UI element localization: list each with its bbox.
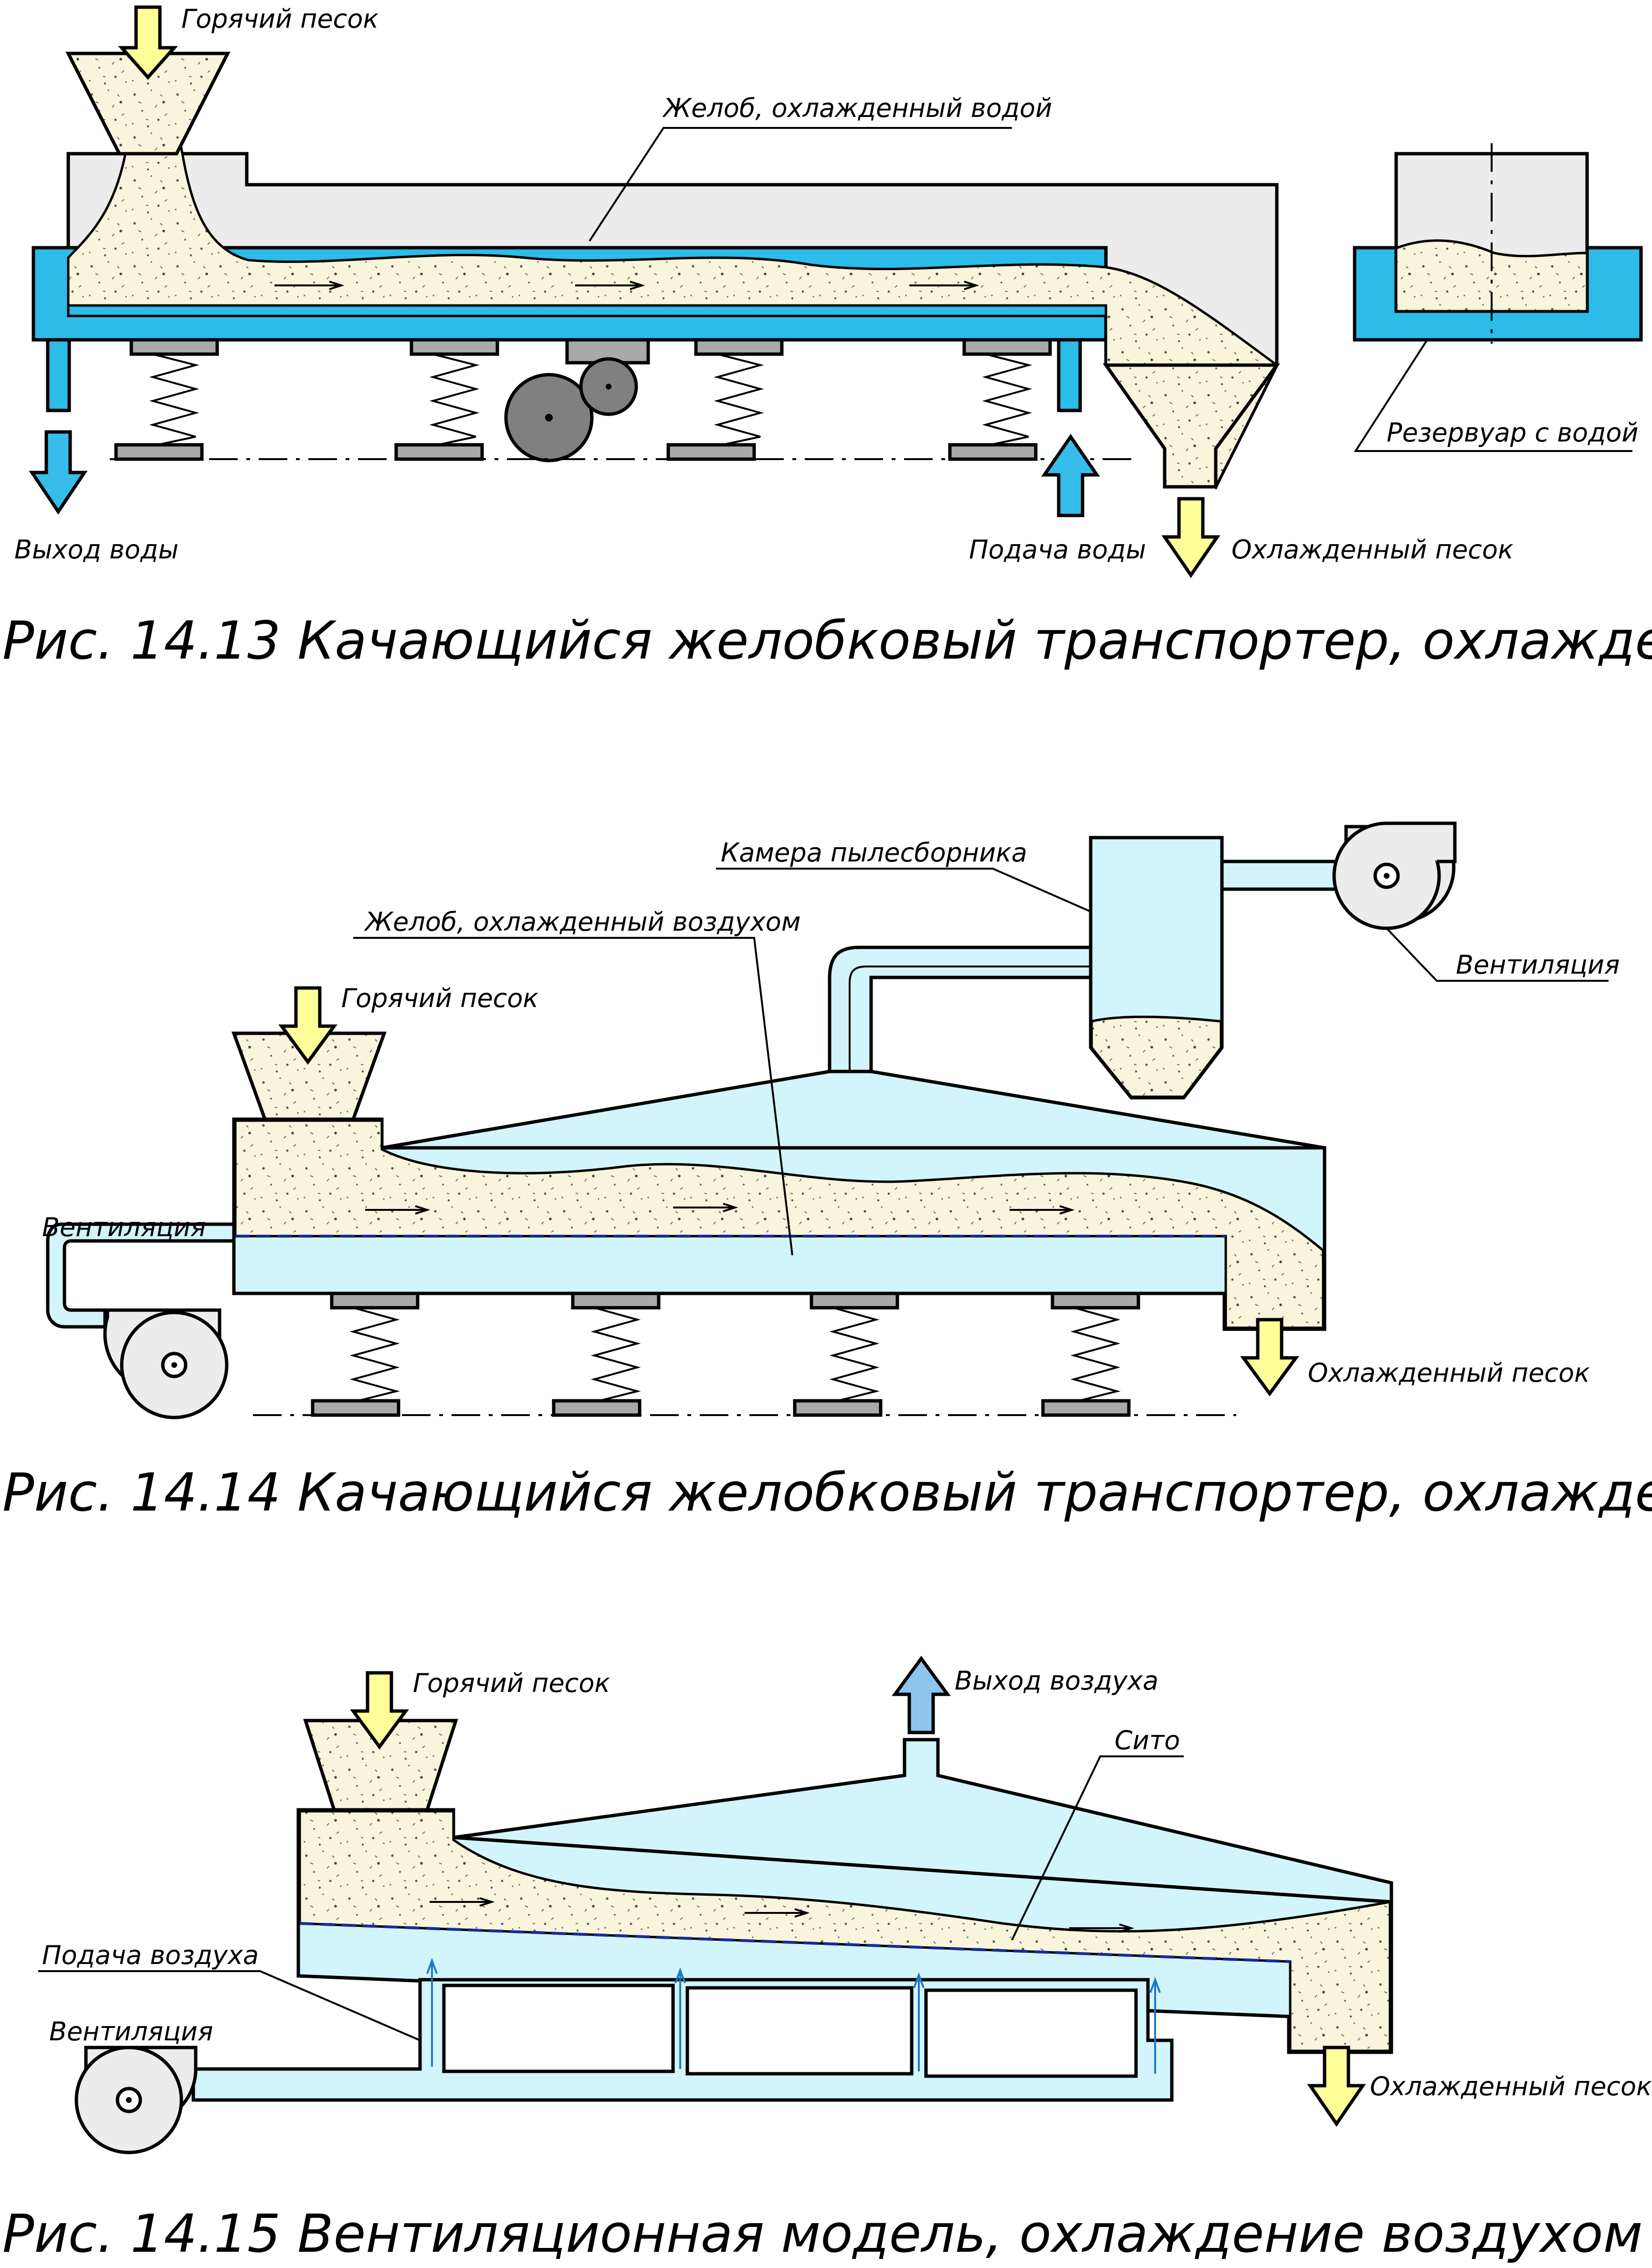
- suction-hood: [453, 1738, 1393, 1904]
- trough-bottom-water: [67, 304, 1107, 317]
- label-hot-sand: Горячий песок: [341, 983, 538, 1013]
- label-water-out: Выход воды: [14, 535, 179, 565]
- flow-arrow: [1010, 1205, 1075, 1215]
- hot-sand-hopper: [303, 1719, 458, 1812]
- figure-14-13: Горячий песок Желоб, охлажденный водой Р…: [2, 4, 1652, 671]
- spring-mount: [948, 338, 1052, 461]
- trough-leader: [353, 937, 793, 1256]
- reservoir-inset: [1353, 143, 1643, 344]
- hot-sand-arrow: [118, 5, 178, 80]
- sieve-leader: [1011, 1755, 1184, 1941]
- flow-arrow: [745, 1908, 810, 1918]
- dust-sand: [1090, 1016, 1222, 1098]
- label-cooled-sand: Охлажденный песок: [1231, 535, 1514, 565]
- air-flow-arrow: [674, 1967, 686, 2069]
- hot-sand-arrow: [278, 986, 337, 1065]
- spring-mount: [552, 1292, 661, 1417]
- caption-fig-14-15: Рис. 14.15 Вентиляционная модель, охлажд…: [2, 2203, 1642, 2264]
- flow-arrow: [673, 1203, 738, 1212]
- hot-sand-arrow: [350, 1671, 409, 1750]
- caption-fig-14-14: Рис. 14.14 Качающийся желобковый транспо…: [2, 1462, 1652, 1523]
- air-flow-arrow: [426, 1958, 438, 2067]
- exhaust-duct: [1220, 860, 1348, 891]
- discharge-chute: [1103, 363, 1280, 489]
- water-in-arrow: [1041, 433, 1100, 517]
- flow-arrow: [430, 1897, 495, 1907]
- ventilation-leader: [1386, 927, 1609, 982]
- sieve-line: [299, 1922, 1291, 1963]
- plenum-chamber: [685, 1986, 914, 2076]
- sand-bed: [234, 1119, 1325, 1329]
- label-sieve: Сито: [1115, 1725, 1180, 1755]
- trough-leader: [589, 127, 1012, 242]
- spring-mount: [666, 338, 784, 461]
- riser-duct-inner: [849, 966, 1091, 1071]
- water-inlet-pipe: [1057, 338, 1082, 412]
- label-ventilation-left: Вентиляция: [42, 1212, 206, 1242]
- spring-mount: [793, 1292, 899, 1417]
- label-air-out: Выход воздуха: [955, 1666, 1158, 1696]
- spring-mount: [1041, 1292, 1140, 1417]
- water-outlet-pipe: [46, 338, 71, 412]
- dust-chamber-leader: [716, 868, 1091, 913]
- air-out-arrow: [892, 1656, 951, 1734]
- label-water-cooled-trough: Желоб, охлажденный водой: [662, 93, 1052, 123]
- label-dust-chamber: Камера пылесборника: [721, 838, 1027, 868]
- vibrator-drive: [504, 338, 650, 462]
- spring-mount: [394, 338, 499, 461]
- flow-arrow: [365, 1205, 431, 1215]
- label-ventilation: Вентиляция: [49, 2016, 213, 2047]
- air-flow-arrow: [913, 1972, 925, 2071]
- flow-arrow: [575, 281, 645, 290]
- spring-mount: [114, 338, 219, 461]
- label-ventilation-right: Вентиляция: [1456, 950, 1620, 980]
- fan: [74, 2046, 198, 2154]
- flow-arrow: [274, 281, 345, 290]
- cooled-sand-arrow: [1307, 2046, 1366, 2127]
- figure-14-15: Горячий песок Выход воздуха Сито Подача …: [2, 1656, 1652, 2264]
- sand-bed: [298, 1810, 1391, 2052]
- cooled-sand-arrow: [1161, 497, 1221, 578]
- label-water-in: Подача воды: [969, 535, 1146, 565]
- hot-sand-hopper: [231, 1031, 387, 1121]
- label-hot-sand: Горячий песок: [181, 4, 379, 34]
- plenum-chamber: [442, 1984, 675, 2073]
- fan-left: [46, 1222, 236, 1419]
- reservoir-leader: [1354, 339, 1632, 452]
- label-cooled-sand: Охлажденный песок: [1308, 1358, 1590, 1388]
- cooled-sand-arrow: [1240, 1318, 1299, 1396]
- spring-mount: [311, 1292, 420, 1417]
- air-supply-leader: [38, 1970, 421, 2041]
- label-water-reservoir: Резервуар с водой: [1387, 418, 1639, 448]
- figure-14-14: Камера пылесборника Желоб, охлажденный в…: [2, 821, 1652, 1523]
- fan-right: [1332, 821, 1457, 930]
- flow-arrow: [909, 281, 979, 290]
- air-flow-arrow: [1149, 1977, 1161, 2074]
- sand-bed: [67, 147, 1279, 489]
- label-cooled-sand: Охлажденный песок: [1370, 2071, 1652, 2101]
- label-hot-sand: Горячий песок: [413, 1668, 610, 1698]
- flow-arrow: [1069, 1923, 1135, 1933]
- water-out-arrow: [29, 430, 88, 515]
- plenum-chamber: [924, 1988, 1138, 2078]
- label-air-supply: Подача воздуха: [42, 1940, 259, 1970]
- caption-fig-14-13: Рис. 14.13 Качающийся желобковый транспо…: [2, 610, 1652, 671]
- hot-sand-hopper: [65, 52, 231, 156]
- label-air-cooled-trough: Желоб, охлажденный воздухом: [364, 907, 801, 937]
